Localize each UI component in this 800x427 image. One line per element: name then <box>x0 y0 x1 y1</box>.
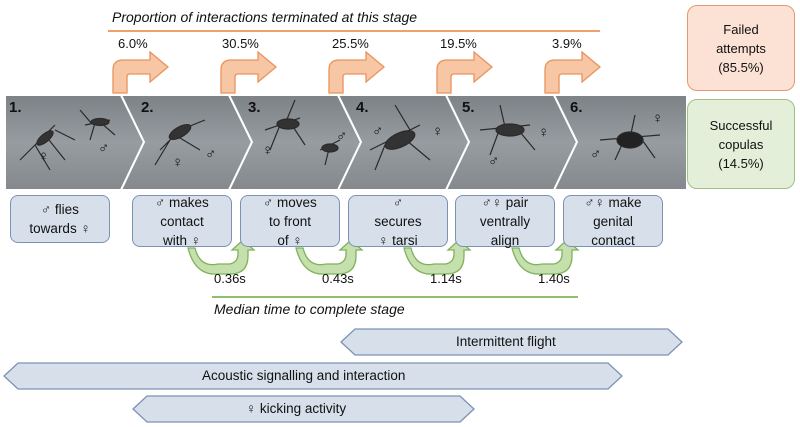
stage-4-line-3: ♀ tarsi <box>378 232 418 248</box>
failure-arrows <box>112 50 602 94</box>
stage-4-line-2: secures <box>374 213 422 229</box>
stage-number-2: 2. <box>141 99 154 116</box>
stage-box-2: ♂ makes contact with ♀ <box>132 194 232 248</box>
stage-number-1: 1. <box>9 99 22 116</box>
photo-symbol-6: ♂ <box>336 128 348 145</box>
stage-3-line-1: ♂ moves <box>263 194 317 210</box>
stage-2-line-3: with ♀ <box>163 232 201 248</box>
stage-number-3: 3. <box>248 99 261 116</box>
stage-box-5: ♂♀ pair ventrally align <box>455 194 555 248</box>
photo-symbol-12: ♀ <box>652 110 664 127</box>
stage-5-line-2: ventrally <box>479 213 531 229</box>
median-time-title: Median time to complete stage <box>214 301 405 317</box>
photo-symbol-10: ♀ <box>538 124 550 141</box>
stage-6-line-2: genital <box>593 213 633 229</box>
stage-3-line-3: of ♀ <box>277 232 303 248</box>
success-line-1: Successful <box>709 117 773 133</box>
intermittent-flight-label: Intermittent flight <box>456 334 556 349</box>
median-time-3: 1.14s <box>430 271 462 286</box>
kicking-bar <box>132 395 475 423</box>
median-time-rule <box>212 296 578 298</box>
acoustic-bar <box>3 362 623 390</box>
orange-arrow-2 <box>220 50 278 94</box>
orange-arrow-4 <box>436 50 494 94</box>
photo-panel-1 <box>4 94 146 191</box>
success-line-2: copulas <box>718 136 764 152</box>
stage-box-6: ♂♀ make genital contact <box>563 194 663 248</box>
acoustic-label: Acoustic signalling and interaction <box>202 368 406 383</box>
termination-pct-1: 6.0% <box>118 36 148 51</box>
intermittent-flight-bar <box>340 328 683 356</box>
photo-symbol-3: ♀ <box>172 154 184 171</box>
photo-symbol-8: ♀ <box>432 123 444 140</box>
median-time-2: 0.43s <box>322 271 354 286</box>
orange-arrow-1 <box>112 50 170 94</box>
stage-4-line-1: ♂ <box>392 194 404 210</box>
photo-strip <box>4 94 688 191</box>
termination-pct-4: 19.5% <box>440 36 477 51</box>
stage-1-line-2: towards ♀ <box>29 221 91 236</box>
termination-pct-3: 25.5% <box>332 36 369 51</box>
stage-2-line-1: ♂ makes <box>155 194 209 210</box>
orange-arrow-5 <box>544 50 602 94</box>
mosquito-silhouettes <box>19 99 661 171</box>
median-time-4: 1.40s <box>538 271 570 286</box>
termination-rule <box>108 30 600 32</box>
stage-6-line-1: ♂♀ make <box>584 194 642 210</box>
kicking-label: ♀ kicking activity <box>246 401 347 416</box>
stage-box-3: ♂ moves to front of ♀ <box>240 194 340 248</box>
success-line-3: (14.5%) <box>718 155 764 171</box>
stage-1-line-1: ♂ flies <box>41 202 79 217</box>
failed-line-2: attempts <box>716 40 766 56</box>
termination-pct-5: 3.9% <box>552 36 582 51</box>
median-time-1: 0.36s <box>214 271 246 286</box>
photo-symbol-2: ♂ <box>98 140 110 157</box>
stage-number-6: 6. <box>570 99 583 116</box>
successful-copulas-box: Successful copulas (14.5%) <box>687 99 795 189</box>
stage-2-line-2: contact <box>160 213 204 229</box>
photo-symbol-1: ♀ <box>38 148 50 165</box>
stage-number-4: 4. <box>356 99 369 116</box>
stage-box-1: ♂ flies towards ♀ <box>10 195 110 243</box>
photo-symbol-4: ♂ <box>205 146 217 163</box>
failed-attempts-box: Failed attempts (85.5%) <box>687 5 795 91</box>
photo-symbol-11: ♂ <box>590 146 602 163</box>
termination-title: Proportion of interactions terminated at… <box>112 9 418 25</box>
photo-symbol-9: ♂ <box>488 153 500 170</box>
termination-pct-2: 30.5% <box>222 36 259 51</box>
stage-box-4: ♂ secures ♀ tarsi <box>348 194 448 248</box>
failed-line-3: (85.5%) <box>718 59 764 75</box>
stage-6-line-3: contact <box>591 232 635 248</box>
stage-5-line-1: ♂♀ pair <box>481 194 529 210</box>
photo-symbol-5: ♀ <box>262 142 274 159</box>
stage-number-5: 5. <box>462 99 475 116</box>
photo-symbol-7: ♂ <box>372 123 384 140</box>
failed-line-1: Failed <box>723 21 759 37</box>
orange-arrow-3 <box>328 50 386 94</box>
stage-5-line-3: align <box>490 232 520 248</box>
stage-3-line-2: to front <box>268 213 311 229</box>
activity-bars <box>3 328 683 423</box>
